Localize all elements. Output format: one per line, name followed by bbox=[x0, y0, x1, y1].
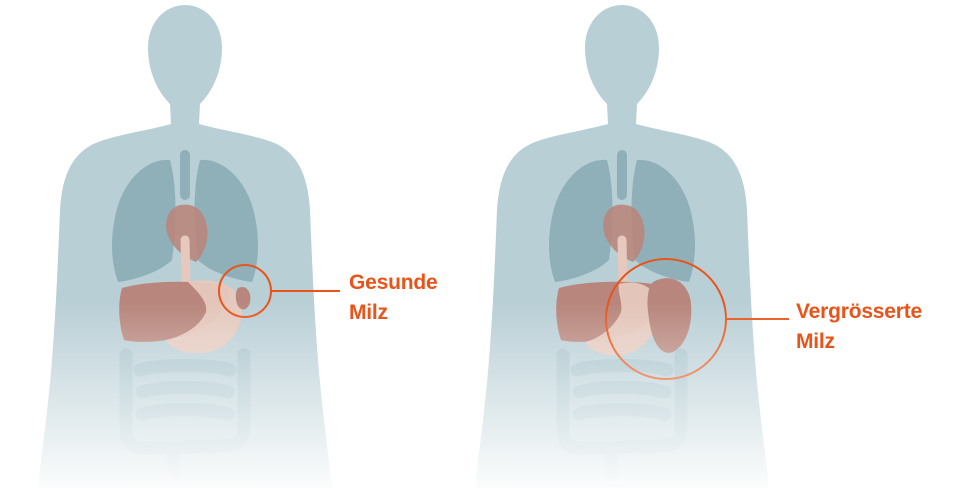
enlarged-spleen-label: Vergrösserte Milz bbox=[796, 297, 922, 357]
healthy-spleen-label: Gesunde Milz bbox=[349, 268, 437, 328]
label-line-2: Milz bbox=[349, 298, 437, 328]
label-line-1: Gesunde bbox=[349, 268, 437, 298]
label-line-1: Vergrösserte bbox=[796, 297, 922, 327]
label-line-2: Milz bbox=[796, 327, 922, 357]
